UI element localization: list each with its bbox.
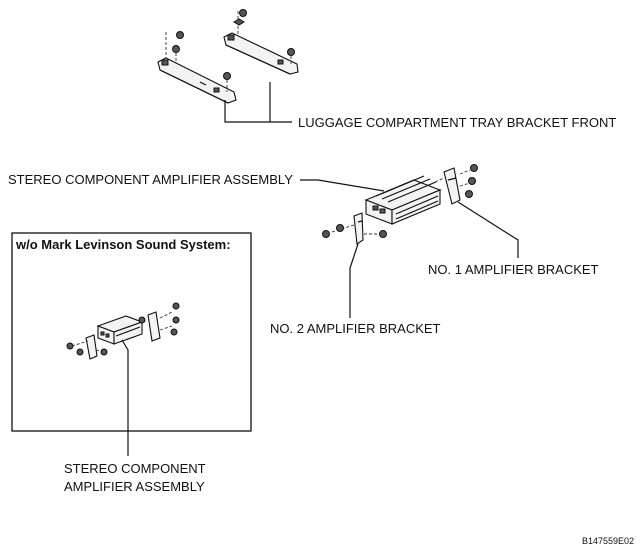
figure-code: B147559E02 [582,536,634,546]
nut-icon [239,9,247,17]
no2-bracket-leader [349,243,359,318]
bolt-icon [223,72,231,80]
stereo-component-amplifier [322,164,478,245]
inset-amplifier [66,302,180,360]
bolt-icon [287,48,295,56]
bolt-icon [172,316,180,324]
inset-title: w/o Mark Levinson Sound System: [15,237,231,252]
tray-bracket-front-label: LUGGAGE COMPARTMENT TRAY BRACKET FRONT [298,115,616,130]
no1-bracket-label: NO. 1 AMPLIFIER BRACKET [428,262,599,277]
bolt-icon [170,328,178,336]
amp-assembly-leader [300,179,385,192]
bolt-icon [100,348,108,356]
tray-bracket-left [157,57,237,104]
no1-amplifier-bracket [425,164,478,205]
no1-bracket-leader [457,201,519,258]
inset-amp-label-line1: STEREO COMPONENT [64,461,206,476]
inset-panel: w/o Mark Levinson Sound System: [11,232,252,456]
bolt-icon [336,224,344,232]
bolt-icon [465,190,473,198]
tray-bracket-assembly [157,9,299,123]
bolt-icon [138,316,146,324]
bolt-icon [470,164,478,172]
bolt-icon [172,45,180,53]
bolt-icon [176,31,184,39]
bolt-icon [172,302,180,310]
inset-amp-leader [121,339,129,456]
bolt-icon [322,230,330,238]
bolt-icon [468,177,476,185]
bolt-icon [233,18,245,26]
tray-bracket-leader [224,82,292,123]
bolt-icon [379,230,387,238]
no2-bracket-label: NO. 2 AMPLIFIER BRACKET [270,321,441,336]
bolt-icon [66,342,74,350]
tray-bracket-fasteners [165,9,295,92]
bolt-icon [76,348,84,356]
no2-amplifier-bracket [322,212,387,245]
amp-assembly-label: STEREO COMPONENT AMPLIFIER ASSEMBLY [8,172,293,187]
inset-bracket-left [85,334,98,360]
inset-amp-label-line2: AMPLIFIER ASSEMBLY [64,479,205,494]
inset-bracket-right [147,311,161,342]
tray-bracket-right [223,32,299,75]
